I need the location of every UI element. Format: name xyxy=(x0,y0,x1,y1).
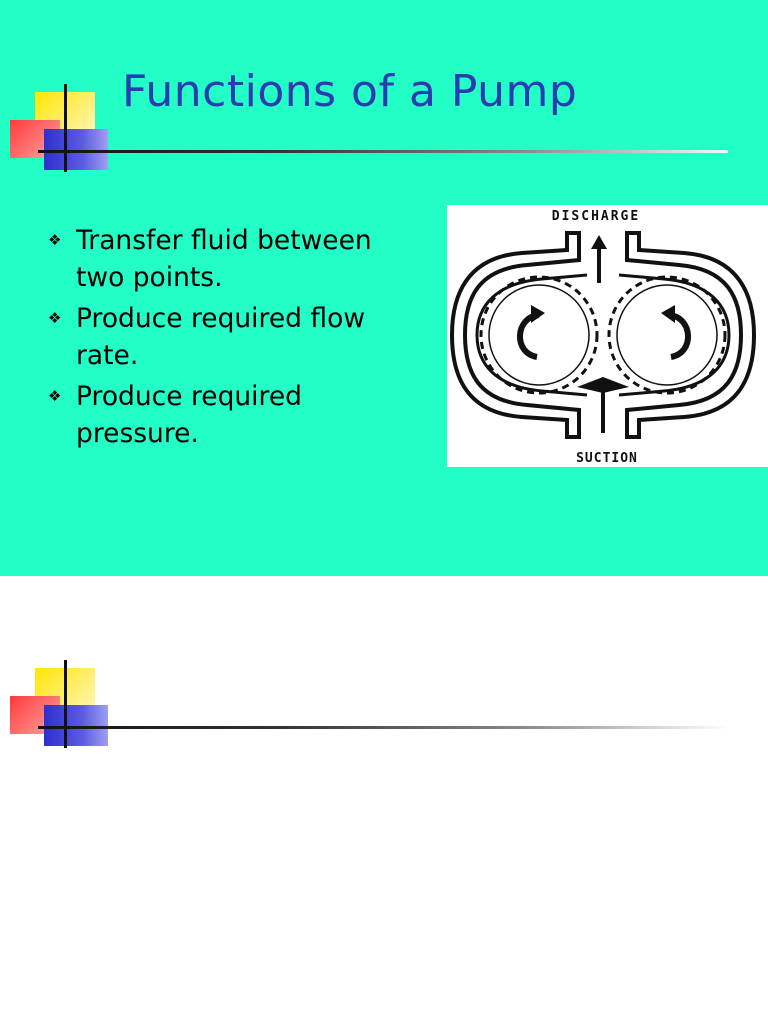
title-rule xyxy=(38,150,728,153)
bullet-text: Produce required pressure. xyxy=(76,381,302,449)
slide-title: Functions of a Pump xyxy=(122,66,578,117)
logo-vertical-line xyxy=(64,660,67,748)
bullet-diamond-icon: ❖ xyxy=(48,309,62,327)
pump-casing-outer xyxy=(449,231,581,439)
gear-pump-diagram: DISCHARGE SUCTION xyxy=(447,205,768,467)
logo-vertical-line xyxy=(64,84,67,172)
slide-2 xyxy=(0,576,768,1024)
bullet-list: ❖ Transfer fluid between two points. ❖ Pro… xyxy=(44,222,424,456)
gear-pump-svg: DISCHARGE SUCTION xyxy=(449,209,757,466)
logo-squares xyxy=(0,84,120,182)
bullet-item: ❖ Produce required flow rate. xyxy=(44,300,424,374)
pump-chamber xyxy=(475,273,731,397)
right-rotation-arrow-icon xyxy=(668,312,691,360)
left-gear xyxy=(479,275,599,395)
slide-1: Functions of a Pump ❖ Transfer fluid betw… xyxy=(0,0,768,576)
logo-squares xyxy=(0,660,120,758)
title-rule xyxy=(38,726,728,729)
right-gear xyxy=(607,275,727,395)
logo-blue-square xyxy=(44,129,108,170)
pump-casing-outer-right xyxy=(625,231,757,439)
left-arrowhead xyxy=(531,305,545,323)
bullet-text: Produce required flow rate. xyxy=(76,303,365,371)
suction-label: SUCTION xyxy=(576,451,638,466)
suction-arrowhead-icon xyxy=(577,377,629,393)
bullet-item: ❖ Transfer fluid between two points. xyxy=(44,222,424,296)
discharge-arrowhead-icon xyxy=(591,235,607,249)
bullet-diamond-icon: ❖ xyxy=(48,231,62,249)
right-gear-inner xyxy=(616,284,718,386)
left-gear-inner xyxy=(488,284,590,386)
logo-blue-square xyxy=(44,705,108,746)
bullet-diamond-icon: ❖ xyxy=(48,387,62,405)
right-arrowhead xyxy=(661,305,675,323)
left-rotation-arrow-icon xyxy=(517,312,540,360)
bullet-item: ❖ Produce required pressure. xyxy=(44,378,424,452)
discharge-label: DISCHARGE xyxy=(552,209,640,224)
bullet-text: Transfer fluid between two points. xyxy=(76,225,372,293)
